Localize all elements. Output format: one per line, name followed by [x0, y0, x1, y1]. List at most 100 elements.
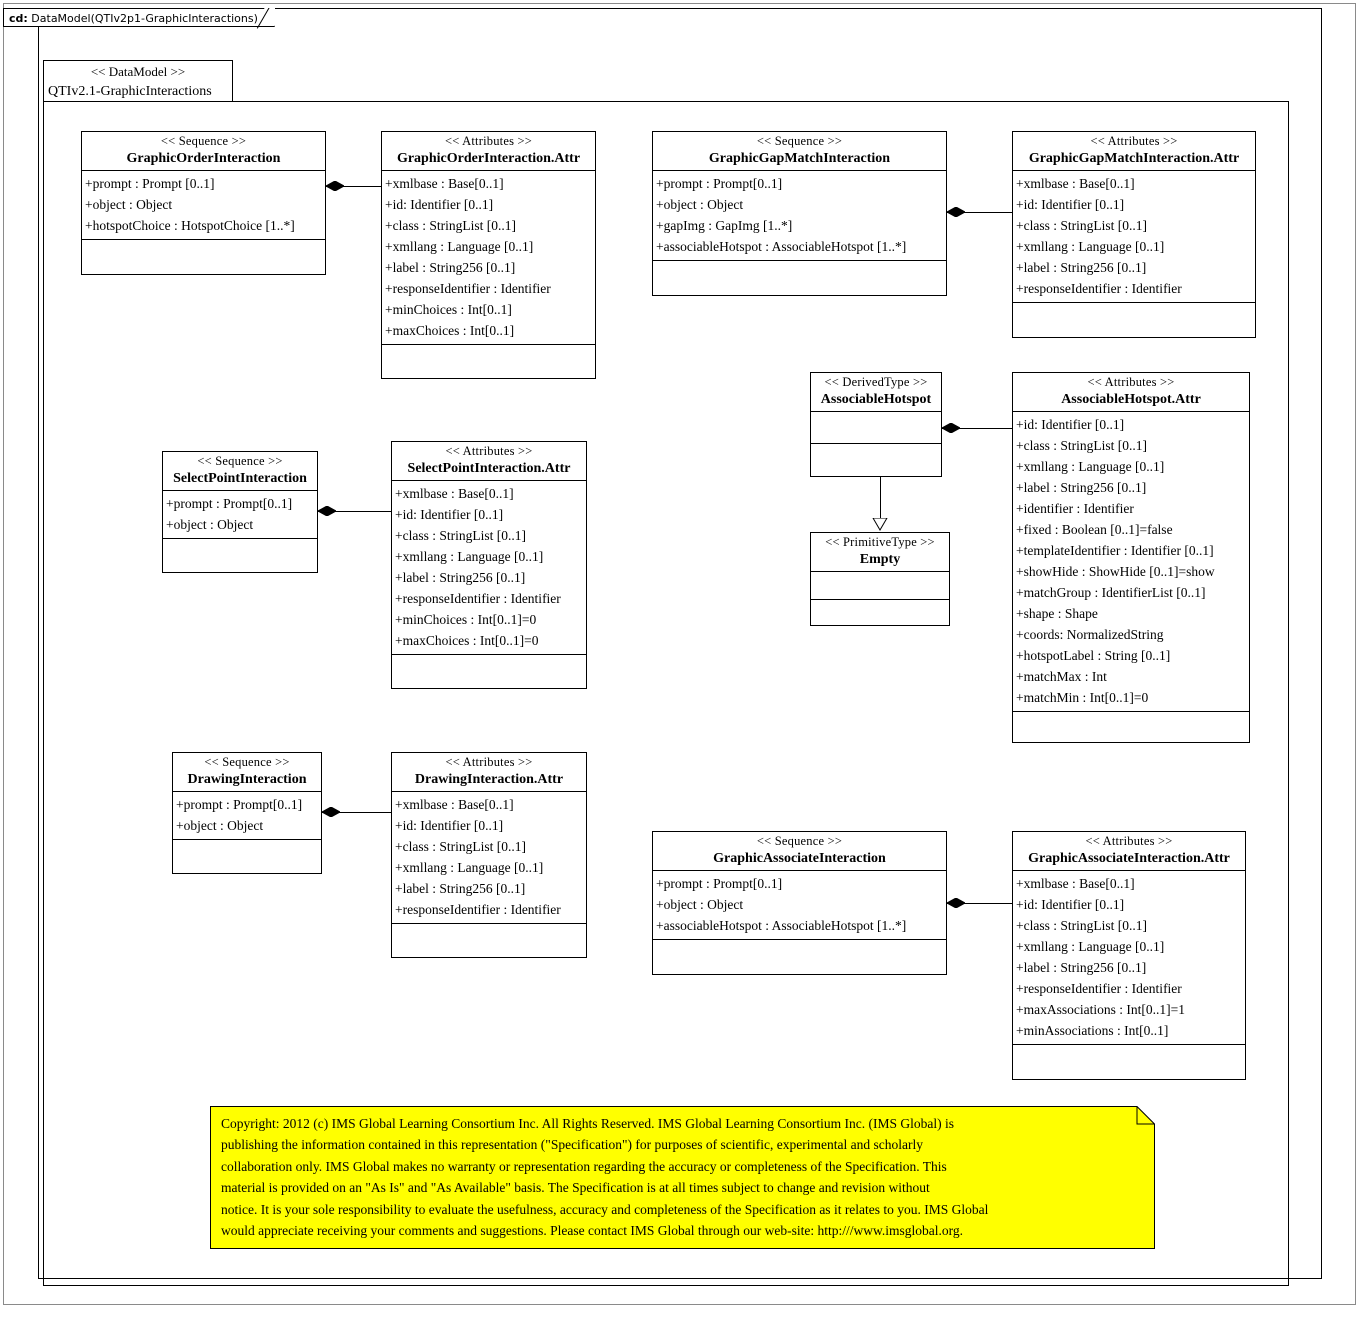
diagram-outer-border: [3, 3, 1356, 1305]
feature-row: +xmlbase : Base[0..1]: [1016, 176, 1135, 191]
feature-row: +associableHotspot : AssociableHotspot […: [656, 239, 907, 254]
class-name: GraphicAssociateInteraction: [713, 851, 886, 866]
feature-row: +xmlbase : Base[0..1]: [395, 486, 514, 501]
class-name: GraphicAssociateInteraction.Attr: [1028, 851, 1230, 866]
feature-row: +class : StringList [0..1]: [385, 218, 516, 233]
feature-row: +gapImg : GapImg [1..*]: [656, 218, 793, 233]
feature-row: +xmlbase : Base[0..1]: [1016, 876, 1135, 891]
feature-row: +responseIdentifier : Identifier: [1016, 981, 1182, 996]
class-name: DrawingInteraction: [187, 772, 307, 787]
feature-row: +showHide : ShowHide [0..1]=show: [1016, 564, 1215, 579]
class-name: GraphicGapMatchInteraction: [708, 151, 891, 166]
operations-compartment: [392, 924, 586, 955]
feature-row: +prompt : Prompt[0..1]: [166, 496, 293, 511]
generalization-line-empty: [880, 477, 881, 522]
class-stereotype: << Attributes >>: [445, 134, 532, 148]
class-header: << DerivedType >> AssociableHotspot: [811, 373, 941, 412]
class-stereotype: << Attributes >>: [1087, 375, 1175, 389]
class-header: << Sequence >> DrawingInteraction: [173, 753, 321, 792]
operations-compartment: [163, 539, 317, 566]
composition-line-associablehotspot: [942, 428, 1013, 429]
class-name: Empty: [859, 552, 901, 567]
feature-row: +templateIdentifier : Identifier [0..1]: [1016, 543, 1214, 558]
class-header: << PrimitiveType >> Empty: [811, 533, 949, 572]
class-drawinginteraction[interactable]: << Sequence >> DrawingInteraction +promp…: [172, 752, 322, 874]
class-stereotype: << Sequence >>: [756, 834, 843, 848]
feature-row: +prompt : Prompt[0..1]: [656, 176, 783, 191]
class-selectpointinteraction-attr[interactable]: << Attributes >> SelectPointInteraction.…: [391, 441, 587, 689]
class-stereotype: << Sequence >>: [756, 134, 843, 148]
class-graphicassociateinteraction-attr[interactable]: << Attributes >> GraphicAssociateInterac…: [1012, 831, 1246, 1080]
feature-row: +xmllang : Language [0..1]: [1016, 459, 1165, 474]
class-header: << Attributes >> DrawingInteraction.Attr: [392, 753, 586, 792]
feature-row: +label : String256 [0..1]: [1016, 260, 1147, 275]
attributes-compartment: +prompt : Prompt [0..1] +object : Object…: [82, 171, 325, 240]
feature-row: +label : String256 [0..1]: [395, 881, 526, 896]
note-line: Copyright: 2012 (c) IMS Global Learning …: [221, 1116, 955, 1131]
note-line: collaboration only. IMS Global makes no …: [221, 1158, 947, 1174]
class-stereotype: << Attributes >>: [1085, 834, 1173, 848]
class-stereotype: << PrimitiveType >>: [825, 535, 935, 549]
attributes-compartment: +xmlbase : Base[0..1] +id: Identifier [0…: [392, 792, 586, 924]
class-graphicgapmatchinteraction[interactable]: << Sequence >> GraphicGapMatchInteractio…: [652, 131, 947, 296]
feature-row: +object : Object: [166, 517, 254, 532]
feature-row: +xmllang : Language [0..1]: [395, 860, 544, 875]
generalization-arrow-empty: [872, 518, 888, 531]
attributes-compartment: +xmlbase : Base[0..1] +id: Identifier [0…: [1013, 171, 1255, 303]
class-name: GraphicOrderInteraction.Attr: [396, 151, 581, 166]
class-stereotype: << Attributes >>: [445, 444, 533, 458]
feature-row: +hotspotChoice : HotspotChoice [1..*]: [85, 218, 295, 233]
class-associablehotspot[interactable]: << DerivedType >> AssociableHotspot: [810, 372, 942, 477]
attributes-compartment: +xmlbase : Base[0..1] +id: Identifier [0…: [382, 171, 595, 345]
feature-row: +class : StringList [0..1]: [395, 528, 526, 543]
class-stereotype: << DerivedType >>: [824, 375, 928, 389]
note-line: would appreciate receiving your comments…: [221, 1223, 963, 1239]
class-stereotype: << Sequence >>: [204, 755, 290, 769]
diagram-frame: [38, 8, 1322, 1279]
package-stereotype: << DataModel >>: [90, 64, 186, 79]
feature-row: +label : String256 [0..1]: [1016, 480, 1147, 495]
feature-row: +id: Identifier [0..1]: [1016, 417, 1125, 432]
feature-row: +responseIdentifier : Identifier: [1016, 281, 1182, 296]
operations-compartment: [1013, 712, 1249, 743]
class-stereotype: << Sequence >>: [197, 454, 283, 468]
diagram-title: DataModel(QTIv2p1-GraphicInteractions): [31, 12, 258, 25]
operations-compartment: [1013, 303, 1255, 334]
class-graphicgapmatchinteraction-attr[interactable]: << Attributes >> GraphicGapMatchInteract…: [1012, 131, 1256, 338]
class-header: << Sequence >> GraphicGapMatchInteractio…: [653, 132, 946, 171]
attributes-compartment: +prompt : Prompt[0..1] +object : Object: [173, 792, 321, 840]
class-graphicorderinteraction-attr[interactable]: << Attributes >> GraphicOrderInteraction…: [381, 131, 596, 379]
feature-row: +minChoices : Int[0..1]: [385, 302, 512, 317]
attributes-compartment: +prompt : Prompt[0..1] +object : Object: [163, 491, 317, 539]
class-graphicorderinteraction[interactable]: << Sequence >> GraphicOrderInteraction +…: [81, 131, 326, 275]
operations-compartment: [173, 840, 321, 867]
class-graphicassociateinteraction[interactable]: << Sequence >> GraphicAssociateInteracti…: [652, 831, 947, 975]
operations-compartment: [653, 940, 946, 967]
class-header: << Attributes >> SelectPointInteraction.…: [392, 442, 586, 481]
package-body: [43, 101, 1289, 1286]
class-header: << Sequence >> GraphicAssociateInteracti…: [653, 832, 946, 871]
feature-row: +identifier : Identifier: [1016, 501, 1134, 516]
note-shape: [210, 1106, 1155, 1249]
attributes-compartment: [811, 572, 949, 600]
class-name: GraphicOrderInteraction: [126, 151, 281, 166]
feature-row: +matchGroup : IdentifierList [0..1]: [1016, 585, 1206, 600]
feature-row: +associableHotspot : AssociableHotspot […: [656, 918, 907, 933]
class-drawinginteraction-attr[interactable]: << Attributes >> DrawingInteraction.Attr…: [391, 752, 587, 958]
feature-row: +prompt : Prompt [0..1]: [85, 176, 215, 191]
feature-row: +class : StringList [0..1]: [1016, 438, 1147, 453]
class-selectpointinteraction[interactable]: << Sequence >> SelectPointInteraction +p…: [162, 451, 318, 573]
copyright-note: Copyright: 2012 (c) IMS Global Learning …: [210, 1106, 1155, 1249]
package-tab: << DataModel >> QTIv2.1-GraphicInteracti…: [43, 60, 233, 102]
feature-row: +id: Identifier [0..1]: [1016, 897, 1125, 912]
attributes-compartment: [811, 412, 941, 444]
feature-row: +matchMin : Int[0..1]=0: [1016, 690, 1149, 705]
note-line: publishing the information contained in …: [221, 1137, 923, 1153]
class-empty[interactable]: << PrimitiveType >> Empty: [810, 532, 950, 626]
feature-row: +id: Identifier [0..1]: [395, 507, 504, 522]
feature-row: +class : StringList [0..1]: [1016, 218, 1147, 233]
class-associablehotspot-attr[interactable]: << Attributes >> AssociableHotspot.Attr …: [1012, 372, 1250, 743]
operations-compartment: [811, 444, 941, 475]
class-name: SelectPointInteraction: [173, 471, 307, 486]
